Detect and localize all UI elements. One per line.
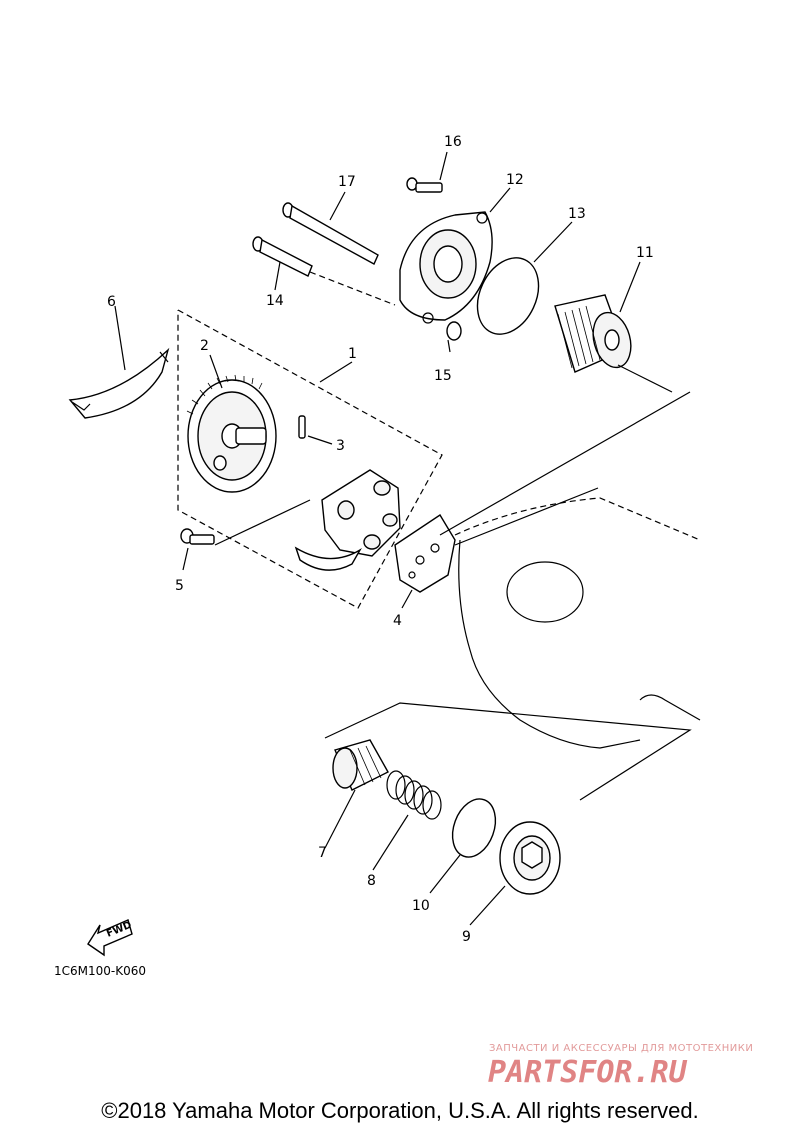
- callout-3: 3: [336, 438, 345, 454]
- part-2-gear: [186, 354, 277, 493]
- part-9-drain-plug: [469, 821, 561, 926]
- callout-16: 16: [444, 134, 462, 150]
- oil-pump-assembly-outline: [177, 309, 443, 609]
- callout-13: 13: [568, 206, 586, 222]
- part-6-cover: [68, 305, 170, 419]
- callout-7: 7: [318, 845, 327, 861]
- part-11-oil-filter: [554, 261, 673, 393]
- callout-6: 6: [107, 294, 116, 310]
- part-3-pin: [298, 415, 333, 445]
- callout-12: 12: [506, 172, 524, 188]
- callout-14: 14: [266, 293, 284, 309]
- part-13-o-ring: [476, 221, 573, 335]
- callout-9: 9: [462, 929, 471, 945]
- part-4-gasket: [394, 514, 456, 609]
- callout-11: 11: [636, 245, 654, 261]
- part-7-strainer: [324, 739, 389, 849]
- callout-15: 15: [434, 368, 452, 384]
- callout-4: 4: [393, 613, 402, 629]
- part-12-filter-cover: [399, 187, 511, 324]
- strainer-group-outline: [324, 702, 692, 801]
- part-5-bolt: [180, 499, 311, 571]
- part-15-small-o-ring: [446, 321, 462, 353]
- callout-10: 10: [412, 898, 430, 914]
- part-8-spring: [372, 770, 442, 871]
- diagram-code: 1C6M100-K060: [54, 964, 146, 978]
- callout-1: 1: [348, 346, 357, 362]
- copyright-notice: ©2018 Yamaha Motor Corporation, U.S.A. A…: [101, 1098, 699, 1123]
- part-10-o-ring: [429, 798, 497, 894]
- fwd-arrow-icon: FWD: [87, 919, 133, 957]
- watermark-tagline: ЗАПЧАСТИ И АКСЕССУАРЫ ДЛЯ МОТОТЕХНИКИ: [489, 1043, 753, 1054]
- callout-2: 2: [200, 338, 209, 354]
- callout-17: 17: [338, 174, 356, 190]
- part-14-bolt: [252, 236, 396, 306]
- part-1-oil-pump: [294, 361, 401, 571]
- part-16-bolt: [406, 151, 448, 193]
- crankcase-outline: [454, 497, 701, 749]
- callout-5: 5: [175, 578, 184, 594]
- callout-8: 8: [367, 873, 376, 889]
- watermark-logo: PARTSFOR.RU: [488, 1055, 688, 1090]
- part-17-long-bolt: [282, 191, 379, 265]
